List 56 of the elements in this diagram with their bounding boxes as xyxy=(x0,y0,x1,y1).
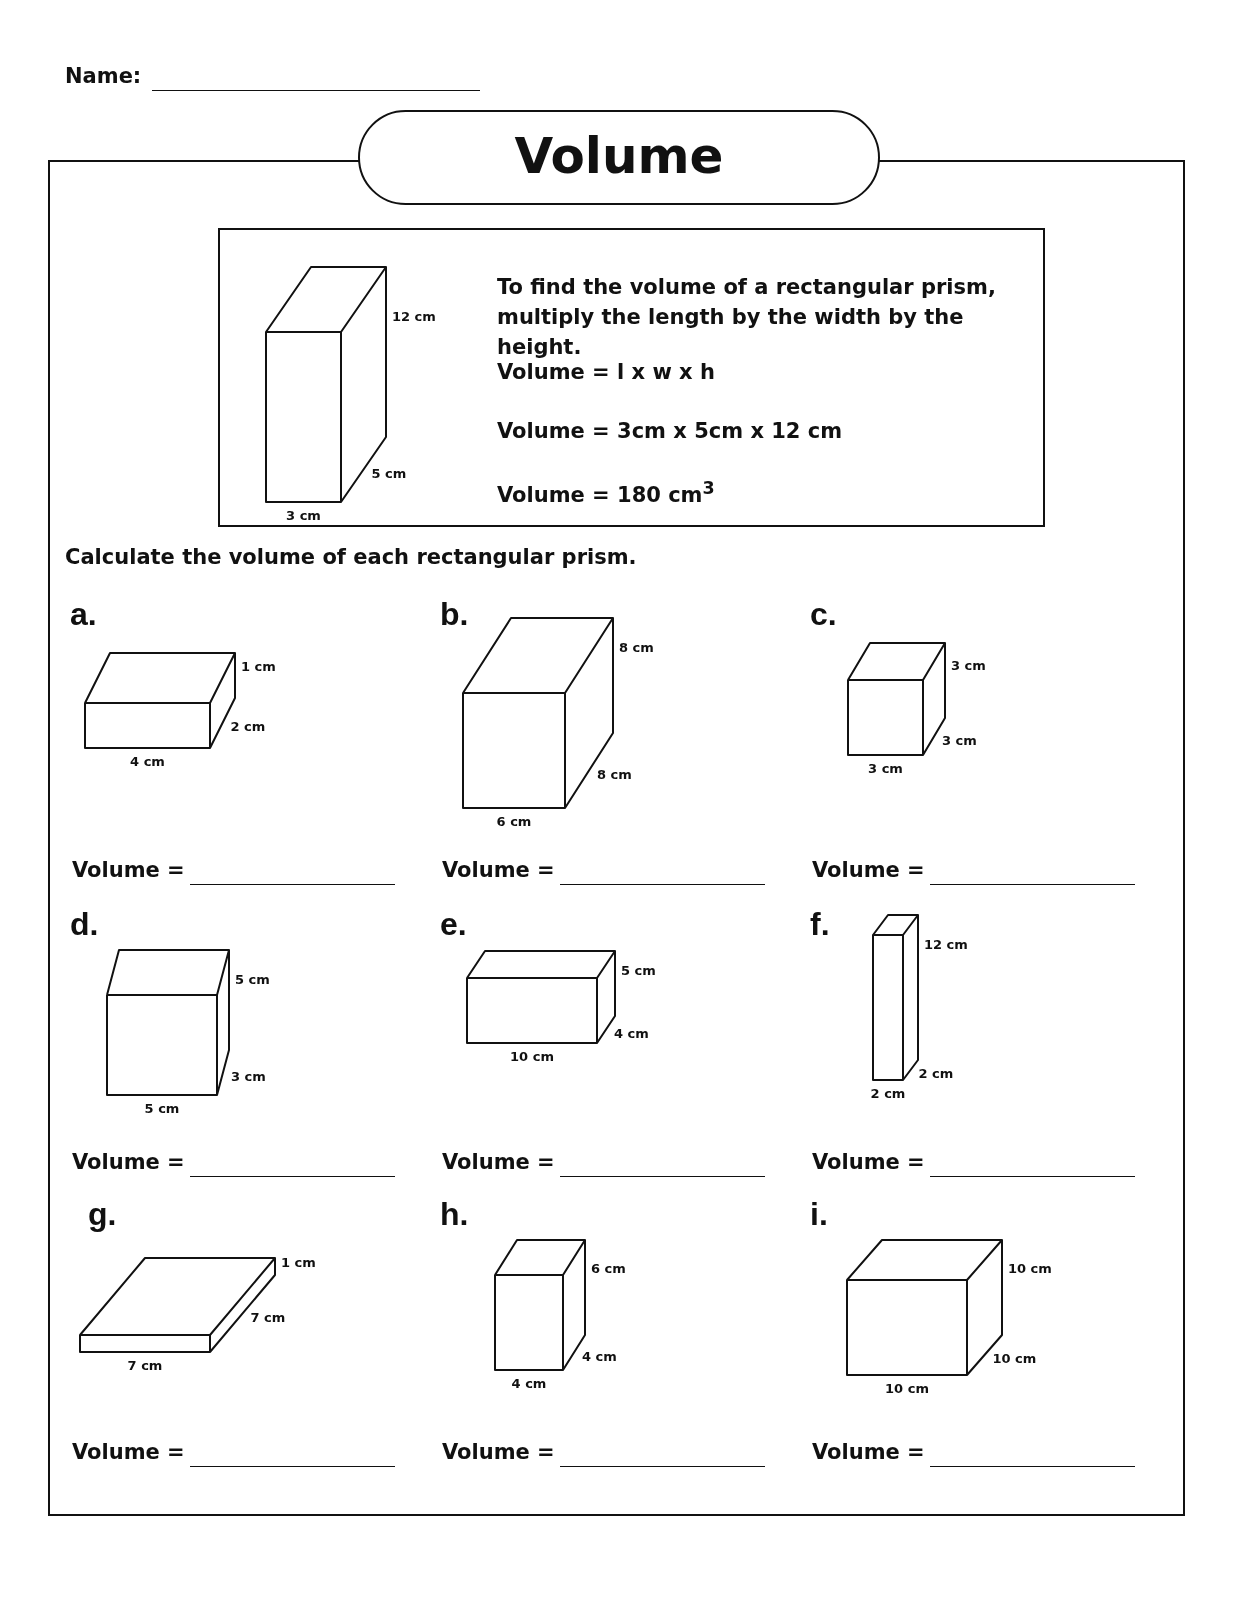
formula-text: Volume = l x w x h xyxy=(497,360,715,384)
volume-label: Volume = xyxy=(812,1440,925,1464)
dimension-label: 10 cm xyxy=(885,1381,929,1396)
dimension-label: 3 cm xyxy=(942,732,977,748)
dimension-label: 4 cm xyxy=(511,1376,547,1391)
volume-label: Volume = xyxy=(72,1150,185,1174)
dimension-label: 6 cm xyxy=(591,1260,626,1276)
dimension-label: 4 cm xyxy=(130,754,165,769)
problem-letter: c. xyxy=(810,596,837,633)
volume-label: Volume = xyxy=(812,1150,925,1174)
problem-letter: a. xyxy=(70,596,97,633)
formula-text: Volume = 180 cm$^{3}$ xyxy=(497,478,715,507)
dimension-label: 3 cm xyxy=(286,508,321,523)
problem-letter: h. xyxy=(440,1196,469,1233)
title-banner: Volume xyxy=(358,110,880,205)
problem-letter: b. xyxy=(440,596,469,633)
dimension-label: 8 cm xyxy=(619,640,654,655)
dimension-label: 4 cm xyxy=(614,1025,649,1041)
instructions-text: Calculate the volume of each rectangular prism. xyxy=(65,545,637,569)
dimension-label: 10 cm xyxy=(992,1351,1037,1366)
dimension-label: 8 cm xyxy=(597,766,632,782)
dimension-label: 5 cm xyxy=(144,1101,180,1116)
dimension-label: 2 cm xyxy=(230,719,266,734)
volume-label: Volume = xyxy=(72,1440,185,1464)
problem-letter: i. xyxy=(810,1196,828,1233)
dimension-label: 3 cm xyxy=(951,657,986,673)
dimension-label: 5 cm xyxy=(371,465,407,481)
dimension-label: 7 cm xyxy=(250,1309,286,1325)
volume-label: Volume = xyxy=(442,1150,555,1174)
dimension-label: 2 cm xyxy=(918,1066,954,1081)
dimension-label: 3 cm xyxy=(231,1068,266,1084)
dimension-label: 6 cm xyxy=(496,814,532,829)
dimension-label: 3 cm xyxy=(868,761,903,776)
dimension-label: 7 cm xyxy=(127,1358,163,1373)
dimension-label: 12 cm xyxy=(392,309,436,324)
dimension-label: 5 cm xyxy=(235,972,270,987)
dimension-label: 12 cm xyxy=(924,937,968,952)
dimension-label: 10 cm xyxy=(1008,1260,1052,1276)
dimension-label: 1 cm xyxy=(281,1255,316,1271)
volume-label: Volume = xyxy=(442,858,555,882)
volume-label: Volume = xyxy=(812,858,925,882)
name-label: Name: xyxy=(65,64,142,88)
problem-letter: d. xyxy=(70,906,99,943)
volume-label: Volume = xyxy=(72,858,185,882)
dimension-label: 4 cm xyxy=(582,1348,617,1364)
problem-letter: g. xyxy=(88,1196,117,1233)
dimension-label: 2 cm xyxy=(870,1086,906,1101)
example-box xyxy=(218,228,1045,527)
instruction-text: To find the volume of a rectangular prism, multiply the length by the width by the height. xyxy=(497,274,997,361)
problem-letter: f. xyxy=(810,906,830,943)
formula-text: Volume = 3cm x 5cm x 12 cm xyxy=(497,419,843,443)
volume-label: Volume = xyxy=(442,1440,555,1464)
dimension-label: 1 cm xyxy=(241,658,276,674)
dimension-label: 10 cm xyxy=(510,1049,554,1064)
problem-letter: e. xyxy=(440,906,467,943)
dimension-label: 5 cm xyxy=(621,962,656,978)
